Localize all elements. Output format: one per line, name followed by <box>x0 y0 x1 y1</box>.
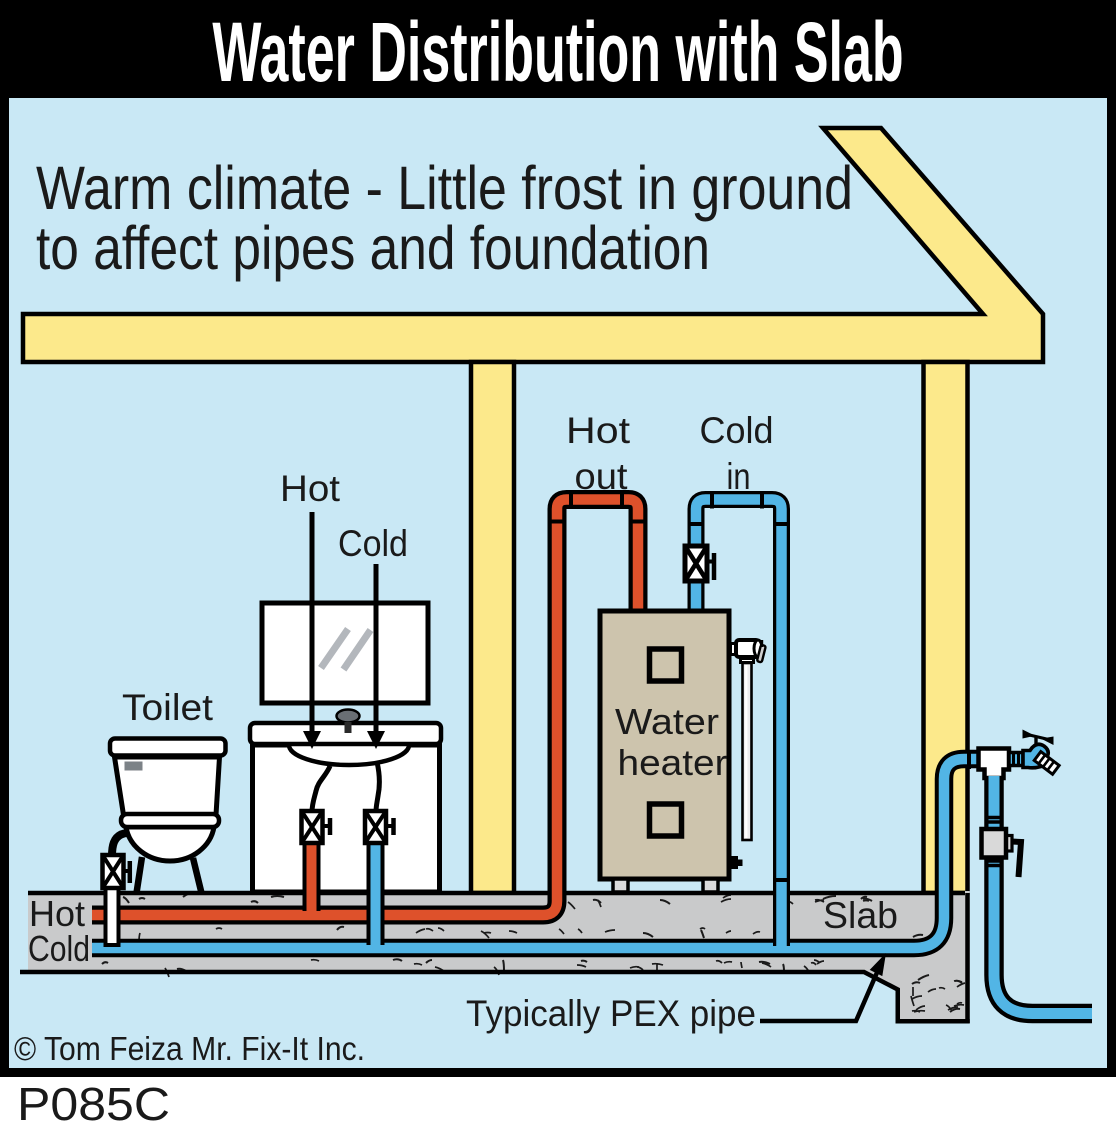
svg-text:Hot: Hot <box>566 410 631 451</box>
svg-text:Cold: Cold <box>338 523 408 564</box>
svg-text:Cold: Cold <box>700 410 774 451</box>
svg-text:Water: Water <box>615 701 719 742</box>
svg-text:heater: heater <box>618 742 728 783</box>
svg-text:Typically PEX pipe: Typically PEX pipe <box>466 993 756 1034</box>
svg-text:Hot: Hot <box>280 468 341 509</box>
svg-text:Hot: Hot <box>29 893 85 934</box>
svg-text:Slab: Slab <box>823 895 898 936</box>
svg-text:Warm climate - Little frost in: Warm climate - Little frost in ground <box>36 154 853 222</box>
svg-text:out: out <box>575 456 629 497</box>
svg-text:Water Distribution with Slab: Water Distribution with Slab <box>212 5 903 99</box>
svg-text:P085C: P085C <box>17 1078 170 1124</box>
svg-text:Toilet: Toilet <box>122 687 214 728</box>
svg-text:in: in <box>727 456 751 497</box>
svg-text:Cold: Cold <box>28 928 90 969</box>
svg-text:to affect pipes and foundation: to affect pipes and foundation <box>36 214 710 282</box>
svg-text:© Tom Feiza Mr. Fix-It Inc.: © Tom Feiza Mr. Fix-It Inc. <box>14 1030 365 1067</box>
